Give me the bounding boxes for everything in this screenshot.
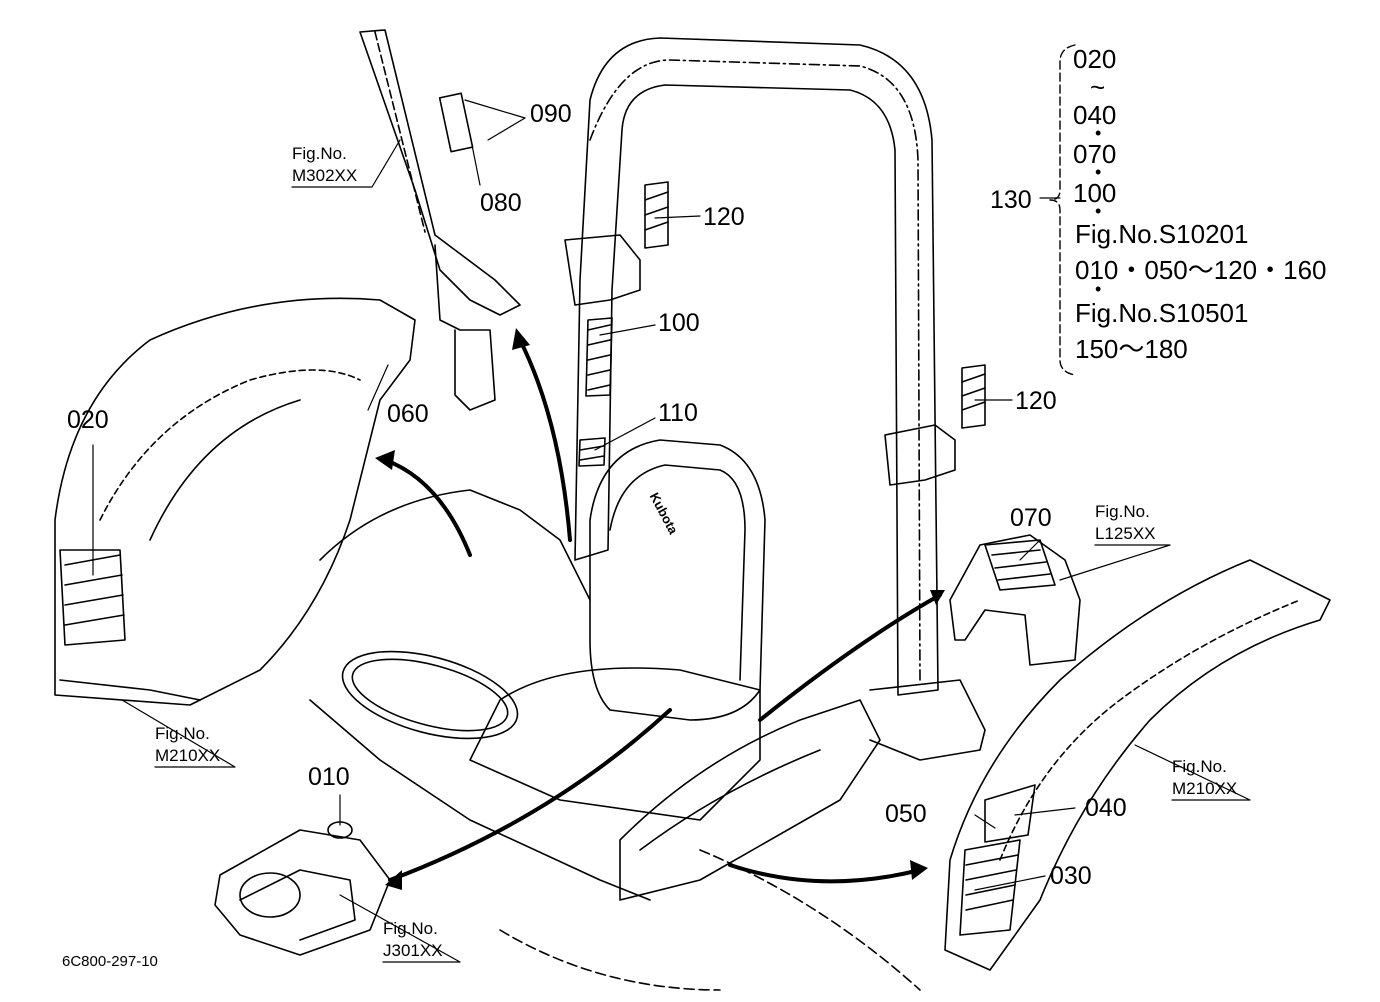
set-note-line-4: 070 bbox=[1073, 139, 1117, 169]
fig-ref-code: M302XX bbox=[292, 165, 358, 185]
callout-120-upper: 120 bbox=[703, 203, 745, 231]
set-note-line-7: 010・050～120・160 bbox=[1075, 255, 1327, 285]
operator-deck bbox=[309, 489, 986, 901]
fig-ref-code: M210XX bbox=[155, 745, 221, 765]
set-note-line-2: ~ bbox=[1090, 72, 1106, 102]
set-note-bracket bbox=[1049, 44, 1076, 376]
fig-ref-m302: Fig.No. M302XX bbox=[292, 144, 357, 185]
callout-050: 050 bbox=[885, 800, 927, 828]
leader-lines bbox=[92, 99, 1076, 891]
separator-dot-icon: • bbox=[1095, 123, 1102, 143]
lower-outline bbox=[499, 849, 921, 991]
right-fender bbox=[944, 559, 1331, 971]
arrow-heads bbox=[375, 328, 945, 890]
set-note-line-8: Fig.No.S10501 bbox=[1075, 298, 1249, 328]
set-note-line-1: 020 bbox=[1073, 44, 1117, 74]
callout-070: 070 bbox=[1010, 504, 1052, 532]
callout-080: 080 bbox=[480, 189, 522, 217]
fig-ref-j301: Fig.No. J301XX bbox=[383, 919, 443, 960]
callout-100: 100 bbox=[658, 309, 700, 337]
fig-ref-label: Fig.No. bbox=[292, 144, 347, 163]
left-fender bbox=[54, 297, 416, 706]
fig-ref-label: Fig.No. bbox=[383, 919, 438, 938]
callout-020: 020 bbox=[67, 406, 109, 434]
fig-ref-code: J301XX bbox=[383, 940, 443, 960]
hydraulic-valve bbox=[214, 821, 391, 956]
fig-ref-label: Fig.No. bbox=[1172, 757, 1227, 776]
separator-dot-icon: • bbox=[1095, 201, 1102, 221]
callout-130: 130 bbox=[990, 186, 1032, 214]
decal-120a bbox=[644, 181, 669, 249]
fig-ref-code: L125XX bbox=[1095, 523, 1156, 543]
decal-120b bbox=[961, 364, 986, 429]
callout-120-lower: 120 bbox=[1015, 387, 1057, 415]
fig-ref-label: Fig.No. bbox=[155, 724, 210, 743]
fig-ref-code: M210XX bbox=[1172, 778, 1238, 798]
fig-ref-m210-left: Fig.No. M210XX bbox=[155, 724, 220, 765]
callout-060: 060 bbox=[387, 400, 429, 428]
set-note-line-6: Fig.No.S10201 bbox=[1075, 219, 1249, 249]
set-note-line-3: 040 bbox=[1073, 100, 1117, 130]
decal-110 bbox=[578, 437, 606, 467]
drawing-code: 6C800-297-10 bbox=[62, 953, 158, 970]
callout-090: 090 bbox=[530, 100, 572, 128]
set-note-line-9: 150～180 bbox=[1075, 334, 1188, 364]
callout-040: 040 bbox=[1085, 794, 1127, 822]
right-rear-panel bbox=[949, 534, 1081, 666]
figure-ref-leaders bbox=[121, 139, 1251, 963]
separator-dot-icon: • bbox=[1095, 162, 1102, 182]
rops-upper-bar bbox=[359, 29, 521, 411]
callout-110: 110 bbox=[658, 399, 698, 427]
steering-wheel bbox=[341, 650, 519, 740]
decal-100 bbox=[585, 317, 613, 397]
set-note-line-5: 100 bbox=[1073, 178, 1117, 208]
callout-030: 030 bbox=[1050, 862, 1092, 890]
direction-arrows bbox=[383, 338, 942, 884]
callout-010: 010 bbox=[308, 763, 350, 791]
fig-ref-m210-right: Fig.No. M210XX bbox=[1172, 757, 1237, 798]
fig-ref-l125: Fig.No. L125XX bbox=[1095, 502, 1156, 543]
fig-ref-label: Fig.No. bbox=[1095, 502, 1150, 521]
operator-seat bbox=[469, 439, 766, 821]
separator-dot-icon: • bbox=[1095, 279, 1102, 299]
rops-hoop bbox=[564, 37, 956, 696]
